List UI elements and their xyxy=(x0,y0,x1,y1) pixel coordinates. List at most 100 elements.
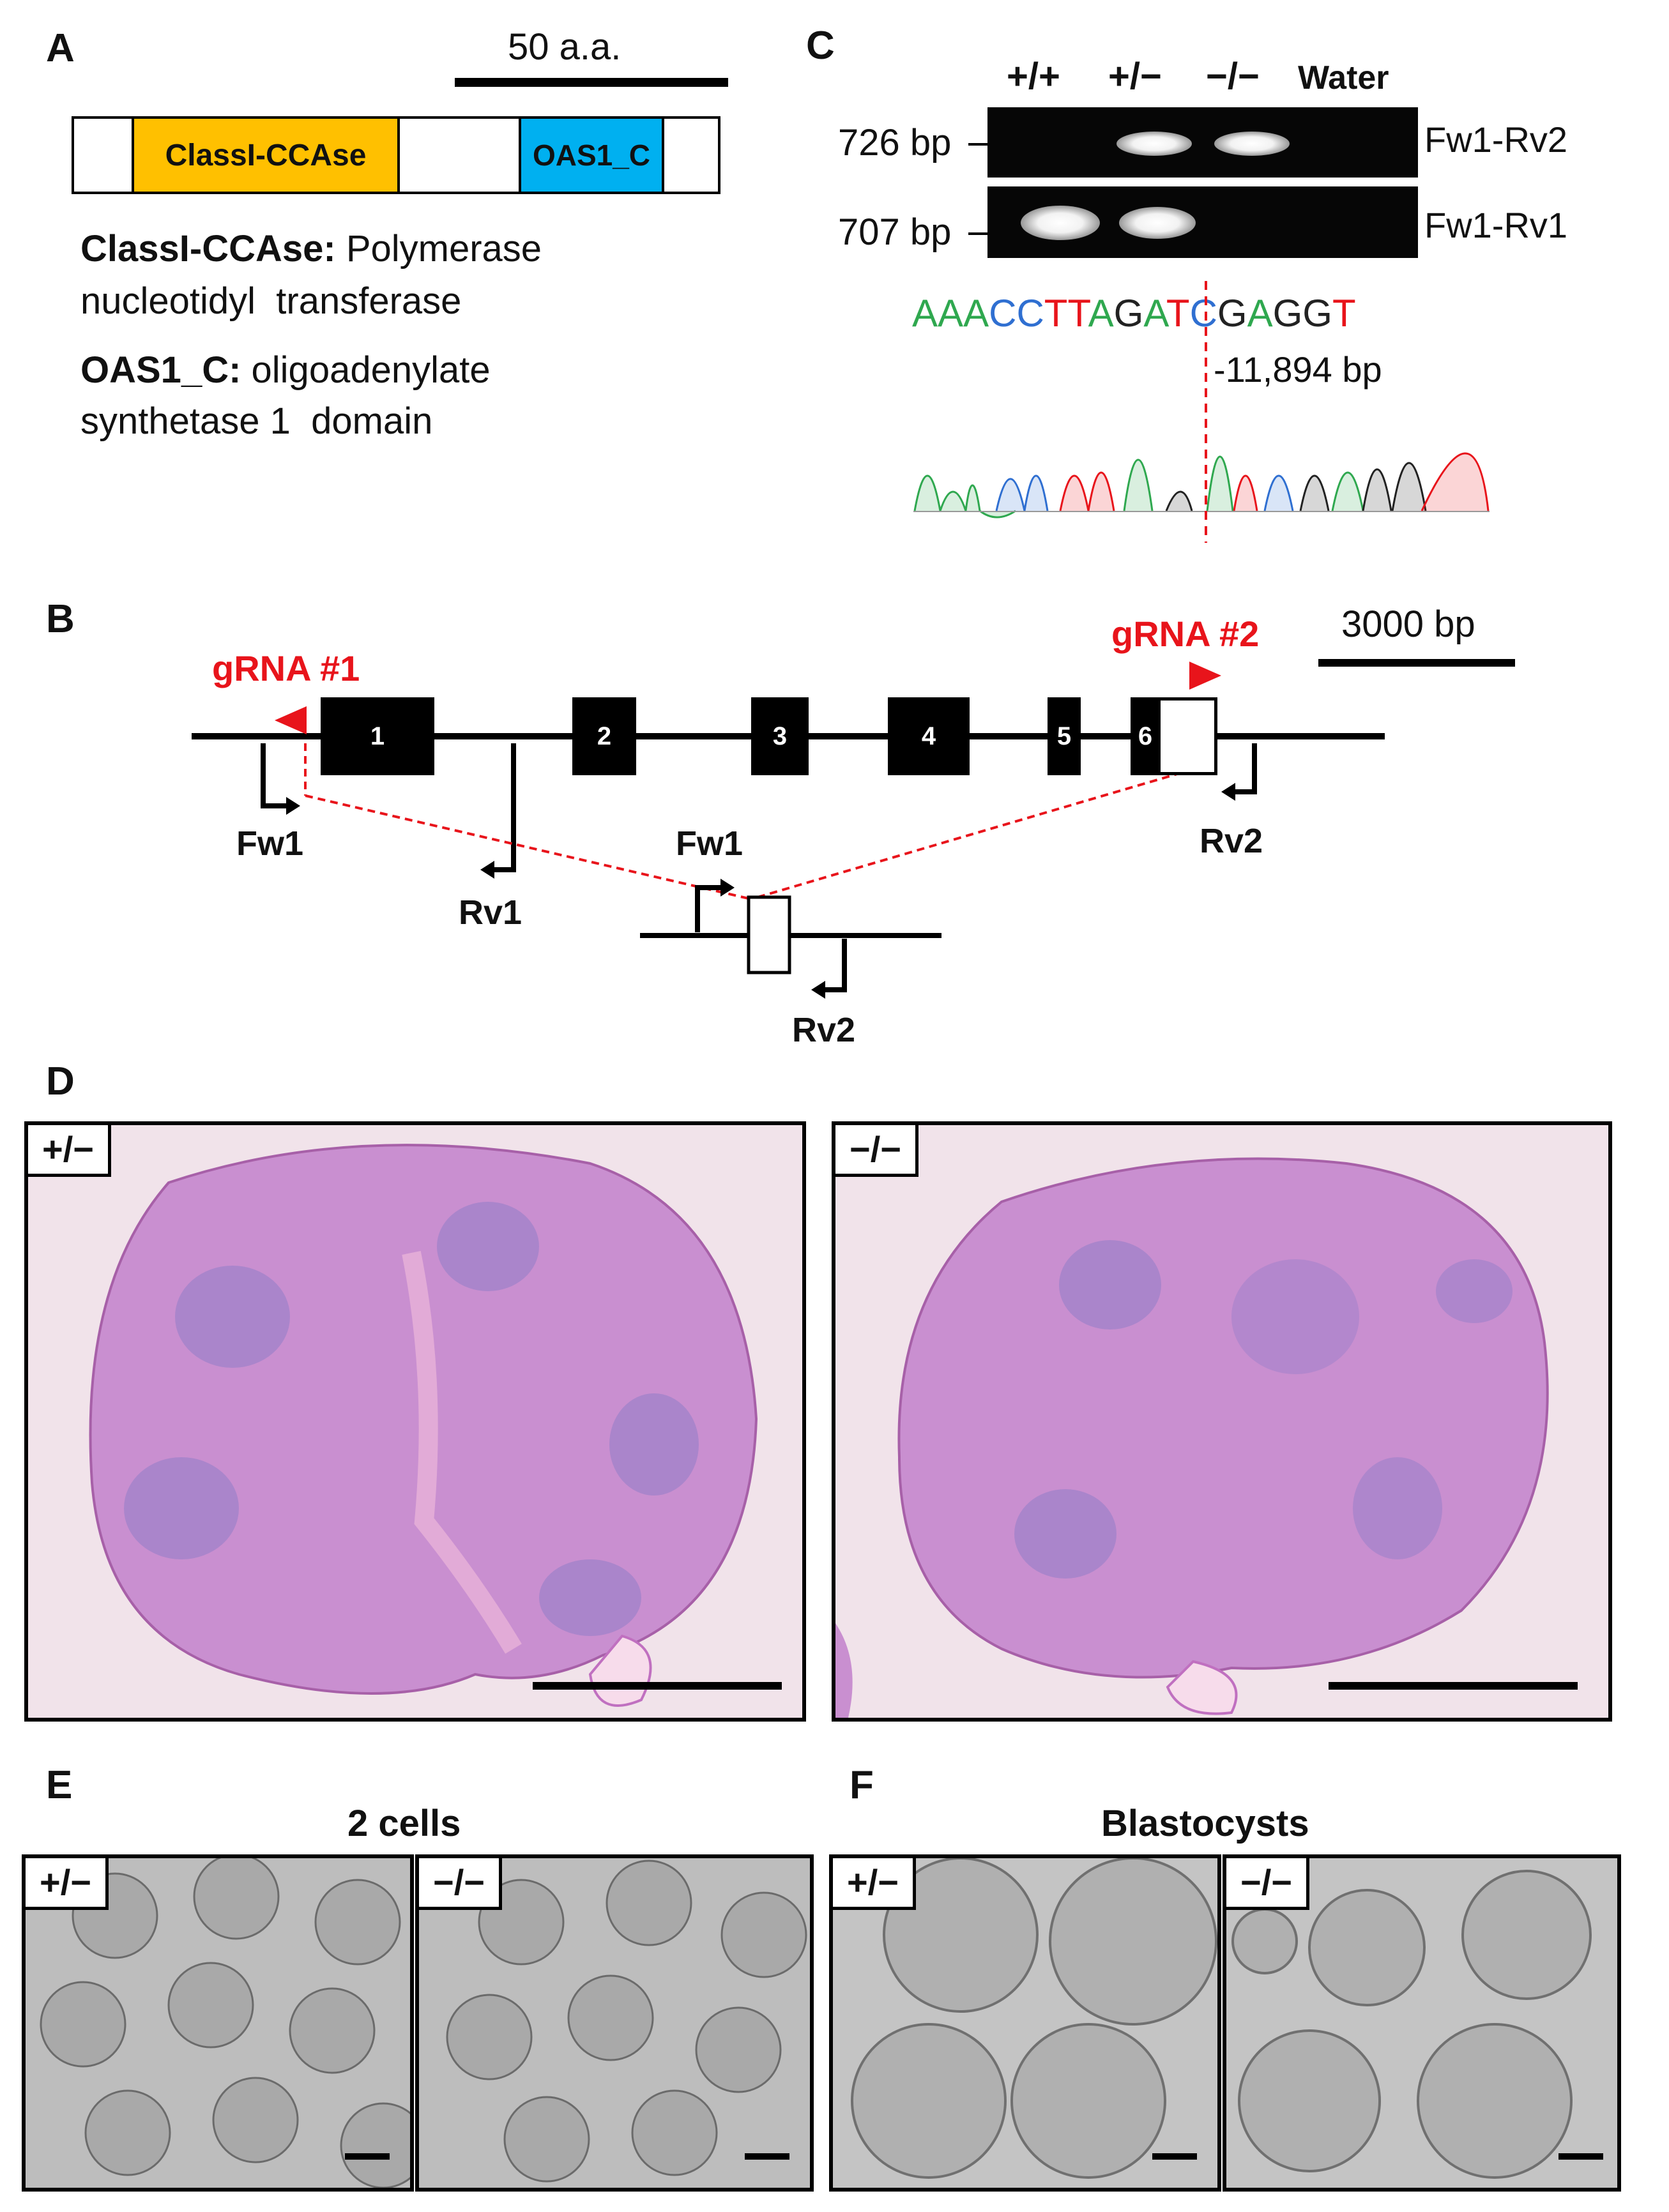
trace-red xyxy=(1059,471,1115,511)
panel-label-f: F xyxy=(850,1763,874,1807)
ovary-tissue-ko xyxy=(835,1157,1549,1718)
rv1-arrowhead-icon xyxy=(480,861,494,879)
embryo-image-blast-het: +/− xyxy=(829,1854,1221,2192)
rv1-primer-icon xyxy=(488,743,516,872)
ovary-follicle xyxy=(437,1202,539,1291)
trace-blue xyxy=(995,474,1049,511)
embryo-image-2cell-het: +/− xyxy=(22,1854,414,2192)
sequence-base: C xyxy=(1189,292,1217,335)
trace-green-3 xyxy=(1206,455,1234,511)
sequence-base: G xyxy=(1272,292,1303,335)
panel-label-b: B xyxy=(46,597,75,641)
ovary-tissue-shape xyxy=(897,1157,1549,1679)
sequence-base: T xyxy=(1332,292,1356,335)
ovary-section-het: +/− xyxy=(24,1121,806,1722)
embryo-drawing-blast-ko xyxy=(1231,1870,1592,2179)
rv2-label: Rv2 xyxy=(1200,822,1263,860)
lane-label-ko: −/− xyxy=(1206,56,1260,97)
oas1-c-domain-label: OAS1_C xyxy=(532,139,651,172)
fw1-deleted-arrowhead-icon xyxy=(720,879,735,897)
gel-size-707: 707 bp xyxy=(838,211,952,253)
ovary-follicle xyxy=(1231,1259,1359,1374)
panel-label-a: A xyxy=(46,26,75,70)
gel-size-726-tick xyxy=(968,143,989,146)
fw1-primer-icon xyxy=(261,743,293,808)
sequence-base: A xyxy=(1247,292,1273,335)
rv2-primer-icon xyxy=(1229,743,1257,794)
classi-ccase-domain: ClassI-CCAse xyxy=(132,119,400,192)
genotype-tag-f-ko: −/− xyxy=(1226,1858,1309,1910)
classi-ccase-term: ClassI-CCAse: xyxy=(80,228,336,269)
gel-band xyxy=(1021,206,1100,240)
grna1-label: gRNA #1 xyxy=(212,648,360,688)
rv2-deleted-arrowhead-icon xyxy=(811,981,825,999)
ovary-follicle xyxy=(609,1393,699,1496)
rv2-deleted-label: Rv2 xyxy=(792,1011,856,1049)
genotype-tag-d-het: +/− xyxy=(28,1125,111,1177)
sequence-base: G xyxy=(1302,292,1332,335)
gel-row-fw1-rv2 xyxy=(987,107,1418,178)
ovary-edge-fragment xyxy=(835,1623,853,1718)
grna2-label: gRNA #2 xyxy=(1111,614,1260,654)
classi-ccase-domain-label: ClassI-CCAse xyxy=(165,138,367,172)
sequence-base: A xyxy=(912,292,938,335)
genotype-tag-f-het: +/− xyxy=(833,1858,916,1910)
trace-green xyxy=(913,474,1016,519)
exon-5: 5 xyxy=(1048,697,1081,775)
lane-label-het: +/− xyxy=(1108,56,1162,97)
oas1-c-domain: OAS1_C xyxy=(519,119,664,192)
sequence-base: A xyxy=(1143,292,1166,335)
sequence-base: G xyxy=(1217,292,1247,335)
ovary-follicle xyxy=(1436,1259,1513,1323)
trace-black-2 xyxy=(1299,474,1330,511)
trace-blue-2 xyxy=(1263,474,1294,511)
trace-red-3 xyxy=(1421,452,1490,511)
exon-1: 1 xyxy=(321,697,434,775)
trace-black xyxy=(1165,490,1193,511)
oas1-c-term: OAS1_C: xyxy=(80,349,241,391)
sequence-base: C xyxy=(989,292,1017,335)
rv1-label: Rv1 xyxy=(459,893,522,932)
bp-scale-bar xyxy=(1318,659,1515,667)
grna2-arrowhead-icon xyxy=(1189,662,1221,690)
ovary-follicle xyxy=(1014,1489,1116,1579)
trace-red-2 xyxy=(1233,474,1258,511)
ovary-follicle xyxy=(1353,1457,1442,1559)
sequence-base: T xyxy=(1044,292,1068,335)
gel-primer-pair-fw1-rv1: Fw1-Rv1 xyxy=(1424,205,1568,245)
fw1-label: Fw1 xyxy=(236,824,304,863)
embryo-image-2cell-ko: −/− xyxy=(415,1854,814,2192)
exon-4: 4 xyxy=(888,697,970,775)
gel-band xyxy=(1214,132,1290,156)
embryo-drawing-blast-het xyxy=(851,1858,1217,2179)
chromatogram-traces xyxy=(913,452,1490,519)
ovary-follicle xyxy=(124,1457,239,1559)
panel-label-d: D xyxy=(46,1059,75,1103)
embryo-image-blast-ko: −/− xyxy=(1223,1854,1621,2192)
fw1-deleted-primer-icon xyxy=(695,885,727,932)
genotype-tag-d-ko: −/− xyxy=(835,1125,918,1177)
gel-size-726: 726 bp xyxy=(838,122,952,163)
classi-ccase-desc-1: Polymerase xyxy=(346,228,542,269)
exon-2: 2 xyxy=(572,697,636,775)
sequence-base: T xyxy=(1067,292,1088,335)
sequence-base: A xyxy=(938,292,964,335)
trace-green-2 xyxy=(1123,458,1154,511)
gel-band xyxy=(1116,132,1192,156)
panel-label-e: E xyxy=(46,1763,73,1807)
scale-bar-d-ko xyxy=(1329,1682,1578,1690)
ovary-follicle xyxy=(539,1559,641,1636)
ovary-bursa xyxy=(1166,1660,1238,1715)
exon-6-utr xyxy=(1157,697,1217,775)
deletion-line-right-diag xyxy=(751,771,1182,900)
ovary-section-ko: −/− xyxy=(832,1121,1612,1722)
scale-bar-e-het xyxy=(345,2153,390,2160)
classi-ccase-definition: ClassI-CCAse: Polymerase xyxy=(80,227,542,270)
scale-bar-e-ko xyxy=(745,2153,789,2160)
exon-3: 3 xyxy=(751,697,809,775)
genotype-tag-e-het: +/− xyxy=(26,1858,109,1910)
aa-scale-label: 50 a.a. xyxy=(508,26,621,68)
genotype-tag-e-ko: −/− xyxy=(419,1858,502,1910)
fw1-deleted-label: Fw1 xyxy=(676,824,743,863)
oas1-c-desc-1: oligoadenylate xyxy=(251,349,491,391)
